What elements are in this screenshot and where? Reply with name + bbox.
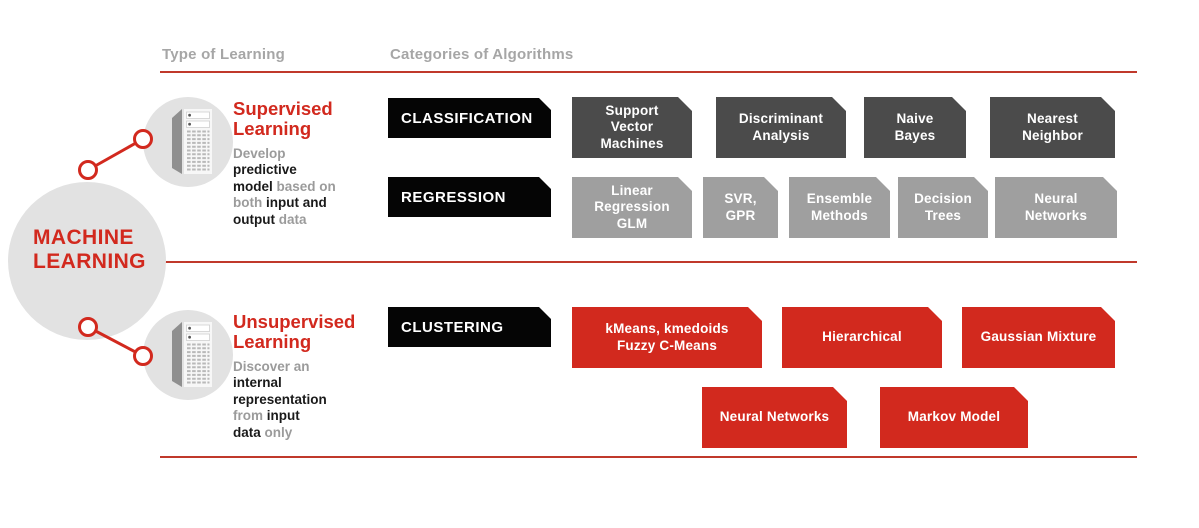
connector-node <box>78 160 98 180</box>
algo-box-ensemble-methods: Ensemble Methods <box>789 177 890 238</box>
header-divider-line <box>160 71 1137 73</box>
supervised-server-icon <box>143 97 233 187</box>
algo-box-svr-gpr: SVR, GPR <box>703 177 778 238</box>
supervised-learning-description: Develop predictive model based on both i… <box>233 145 336 227</box>
column-header-type-of-learning: Type of Learning <box>162 46 285 63</box>
tag-clustering: CLUSTERING <box>388 307 551 347</box>
algo-box-gaussian-mixture: Gaussian Mixture <box>962 307 1115 368</box>
algo-box-neural-networks-regression: Neural Networks <box>995 177 1117 238</box>
bottom-divider-line <box>160 456 1137 458</box>
unsupervised-learning-description: Discover an internal representation from… <box>233 358 327 440</box>
unsupervised-learning-title: Unsupervised Learning <box>233 311 356 353</box>
column-header-categories-of-algorithms: Categories of Algorithms <box>390 46 574 63</box>
supervised-learning-block: Supervised Learning Develop predictive m… <box>233 98 365 228</box>
unsupervised-server-icon <box>143 310 233 400</box>
machine-learning-title: MACHINE LEARNING <box>33 226 146 273</box>
algo-box-decision-trees: Decision Trees <box>898 177 988 238</box>
tag-classification: CLASSIFICATION <box>388 98 551 138</box>
connector-line-supervised <box>87 137 144 172</box>
section-divider-line <box>163 261 1137 263</box>
machine-learning-node: MACHINE LEARNING <box>8 182 166 340</box>
algo-box-naive-bayes: Naive Bayes <box>864 97 966 158</box>
algo-box-hierarchical: Hierarchical <box>782 307 942 368</box>
supervised-learning-title: Supervised Learning <box>233 98 333 140</box>
algo-box-linear-regression-glm: Linear Regression GLM <box>572 177 692 238</box>
algo-box-support-vector-machines: Support Vector Machines <box>572 97 692 158</box>
algo-box-neural-networks-clustering: Neural Networks <box>702 387 847 448</box>
algo-box-markov-model: Markov Model <box>880 387 1028 448</box>
unsupervised-learning-block: Unsupervised Learning Discover an intern… <box>233 311 365 441</box>
algo-box-nearest-neighbor: Nearest Neighbor <box>990 97 1115 158</box>
tag-regression: REGRESSION <box>388 177 551 217</box>
algo-box-kmeans-kmedoids-fuzzy-cmeans: kMeans, kmedoids Fuzzy C-Means <box>572 307 762 368</box>
algo-box-discriminant-analysis: Discriminant Analysis <box>716 97 846 158</box>
